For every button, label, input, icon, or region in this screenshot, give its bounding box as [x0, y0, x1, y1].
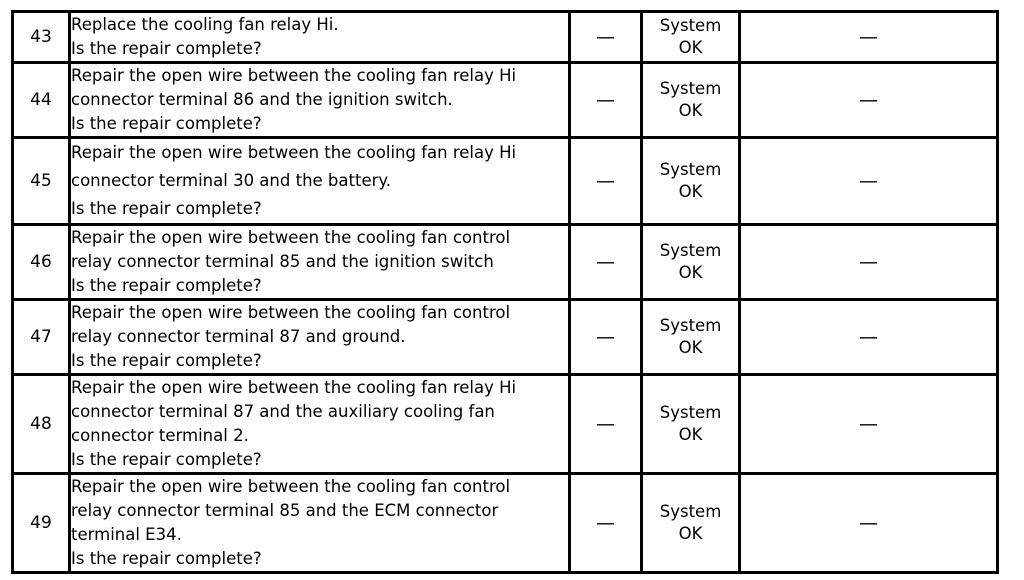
value-cell: — [568, 223, 643, 301]
action-line: Repair the open wire between the cooling… [71, 228, 511, 247]
action-line: relay connector terminal 85 and the igni… [71, 252, 494, 271]
action-line: Repair the open wire between the cooling… [71, 477, 511, 496]
step-number-cell: 48 [11, 373, 71, 475]
no-cell: — [738, 298, 999, 376]
action-cell: Repair the open wire between the cooling… [68, 298, 571, 376]
step-number-cell: 45 [11, 136, 71, 226]
yes-line: System [659, 16, 722, 35]
yes-line: OK [678, 101, 703, 120]
action-line: Repair the open wire between the cooling… [71, 66, 517, 85]
yes-line: OK [678, 524, 703, 543]
action-line: Is the repair complete? [71, 39, 262, 58]
action-line: Repair the open wire between the cooling… [71, 378, 517, 397]
action-line: Repair the open wire between the cooling… [71, 303, 511, 322]
action-line: connector terminal 30 and the battery. [71, 171, 392, 190]
value-cell: — [568, 136, 643, 226]
action-cell: Repair the open wire between the cooling… [68, 223, 571, 301]
step-number-cell: 44 [11, 61, 71, 139]
yes-line: OK [678, 263, 703, 282]
action-cell: Repair the open wire between the cooling… [68, 373, 571, 475]
yes-line: System [659, 403, 722, 422]
action-line: connector terminal 87 and the auxiliary … [71, 402, 495, 421]
action-line: Is the repair complete? [71, 199, 262, 218]
action-line: Repair the open wire between the cooling… [71, 143, 517, 162]
yes-line: System [659, 241, 722, 260]
yes-line: System [659, 502, 722, 521]
no-cell: — [738, 472, 999, 574]
value-cell: — [568, 10, 643, 64]
value-cell: — [568, 61, 643, 139]
action-cell: Repair the open wire between the cooling… [68, 472, 571, 574]
yes-line: OK [678, 425, 703, 444]
action-line: Is the repair complete? [71, 351, 262, 370]
yes-line: OK [678, 38, 703, 57]
action-line: connector terminal 86 and the ignition s… [71, 90, 453, 109]
value-cell: — [568, 472, 643, 574]
action-line: relay connector terminal 87 and ground. [71, 327, 406, 346]
action-line: Is the repair complete? [71, 549, 262, 568]
step-number-cell: 47 [11, 298, 71, 376]
value-cell: — [568, 298, 643, 376]
action-line: Is the repair complete? [71, 276, 262, 295]
action-line: connector terminal 2. [71, 426, 249, 445]
action-line: terminal E34. [71, 525, 182, 544]
action-cell: Replace the cooling fan relay Hi. Is the … [68, 10, 571, 64]
yes-line: OK [678, 182, 703, 201]
yes-line: OK [678, 338, 703, 357]
step-number-cell: 43 [11, 10, 71, 64]
yes-line: System [659, 316, 722, 335]
yes-line: System [659, 160, 722, 179]
action-line: relay connector terminal 85 and the ECM … [71, 501, 499, 520]
action-cell: Repair the open wire between the cooling… [68, 61, 571, 139]
no-cell: — [738, 136, 999, 226]
no-cell: — [738, 373, 999, 475]
step-number-cell: 46 [11, 223, 71, 301]
no-cell: — [738, 61, 999, 139]
yes-line: System [659, 79, 722, 98]
no-cell: — [738, 10, 999, 64]
action-line: Is the repair complete? [71, 114, 262, 133]
action-line: Replace the cooling fan relay Hi. [71, 15, 339, 34]
action-line: Is the repair complete? [71, 450, 262, 469]
no-cell: — [738, 223, 999, 301]
value-cell: — [568, 373, 643, 475]
step-number-cell: 49 [11, 472, 71, 574]
action-cell: Repair the open wire between the cooling… [68, 136, 571, 226]
